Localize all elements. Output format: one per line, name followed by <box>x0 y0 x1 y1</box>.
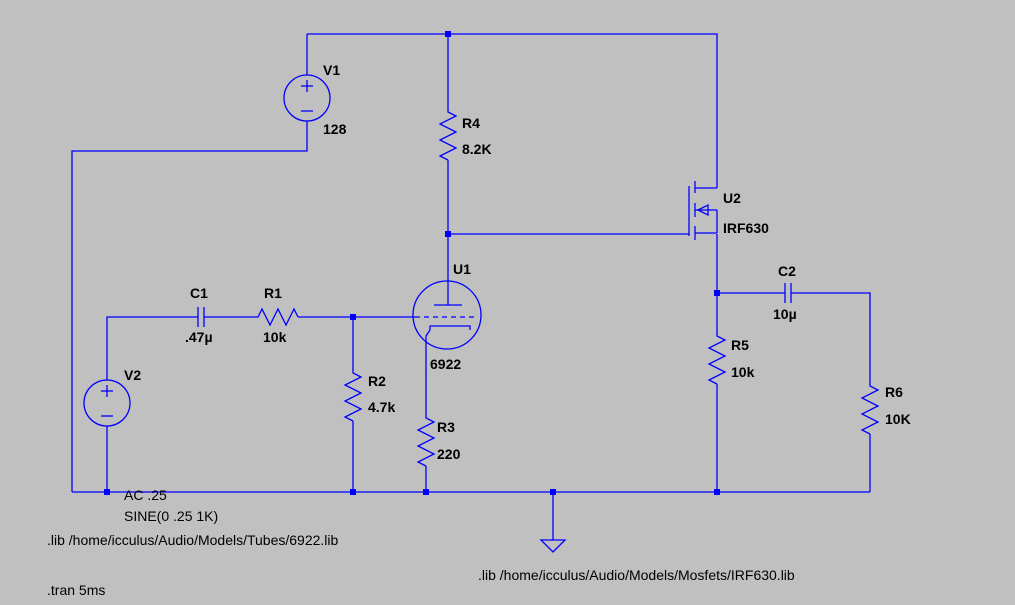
v2-ac: AC .25 <box>124 487 167 503</box>
c2-value: 10µ <box>773 306 797 322</box>
junction-grid <box>350 314 356 320</box>
directive-tube-lib[interactable]: .lib /home/icculus/Audio/Models/Tubes/69… <box>47 532 339 548</box>
r6-ref: R6 <box>885 384 903 400</box>
ground-symbol[interactable] <box>539 539 567 553</box>
triode-u1[interactable] <box>412 280 482 350</box>
r2-ref: R2 <box>368 373 386 389</box>
wire-v2-top <box>106 316 198 380</box>
mosfet-u2[interactable] <box>688 181 718 240</box>
r4-value: 8.2K <box>462 141 492 157</box>
junction-source <box>714 290 720 296</box>
wire-c2-right <box>791 292 871 380</box>
resistor-r4[interactable] <box>438 106 458 161</box>
u2-ref: U2 <box>723 190 741 206</box>
r5-value: 10k <box>731 364 755 380</box>
u1-ref: U1 <box>453 261 471 277</box>
r5-ref: R5 <box>731 337 749 353</box>
resistor-r1[interactable] <box>252 307 299 327</box>
r3-value: 220 <box>437 446 461 462</box>
v2-source: SINE(0 .25 1K) <box>124 508 218 524</box>
wire-cathode-r3 <box>425 329 431 412</box>
junction-gnd-r2 <box>350 489 356 495</box>
voltage-source-v2[interactable] <box>83 379 131 427</box>
r2-value: 4.7k <box>368 399 395 415</box>
voltage-source-v1[interactable] <box>283 74 331 122</box>
wire-v1-left-rail <box>71 121 308 492</box>
wires <box>71 33 871 540</box>
v2-ref: V2 <box>124 367 141 383</box>
junctions <box>104 31 720 495</box>
junction-top <box>445 31 451 37</box>
c2-ref: C2 <box>778 263 796 279</box>
directive-mosfet-lib[interactable]: .lib /home/icculus/Audio/Models/Mosfets/… <box>478 567 795 583</box>
junction-gnd <box>550 489 556 495</box>
r6-value: 10K <box>885 411 911 427</box>
resistor-r2[interactable] <box>343 367 363 422</box>
resistor-r6[interactable] <box>860 380 880 435</box>
capacitor-c2[interactable] <box>784 283 792 303</box>
r1-value: 10k <box>263 329 287 345</box>
junction-plate <box>445 231 451 237</box>
resistor-r3[interactable] <box>416 412 436 467</box>
directive-tran[interactable]: .tran 5ms <box>47 582 105 598</box>
capacitor-c1[interactable] <box>197 307 205 327</box>
u1-value: 6922 <box>430 356 461 372</box>
junction-gnd-v2 <box>104 489 110 495</box>
wire-top-rail-h <box>307 33 718 188</box>
v1-ref: V1 <box>323 62 340 78</box>
junction-gnd-r3 <box>423 489 429 495</box>
c1-ref: C1 <box>190 285 208 301</box>
r1-ref: R1 <box>264 285 282 301</box>
r3-ref: R3 <box>437 419 455 435</box>
v1-value: 128 <box>323 121 347 137</box>
u2-value: IRF630 <box>723 220 769 236</box>
c1-value: .47µ <box>185 329 213 345</box>
resistor-r5[interactable] <box>707 330 727 385</box>
junction-gnd-r5 <box>714 489 720 495</box>
r4-ref: R4 <box>462 115 480 131</box>
